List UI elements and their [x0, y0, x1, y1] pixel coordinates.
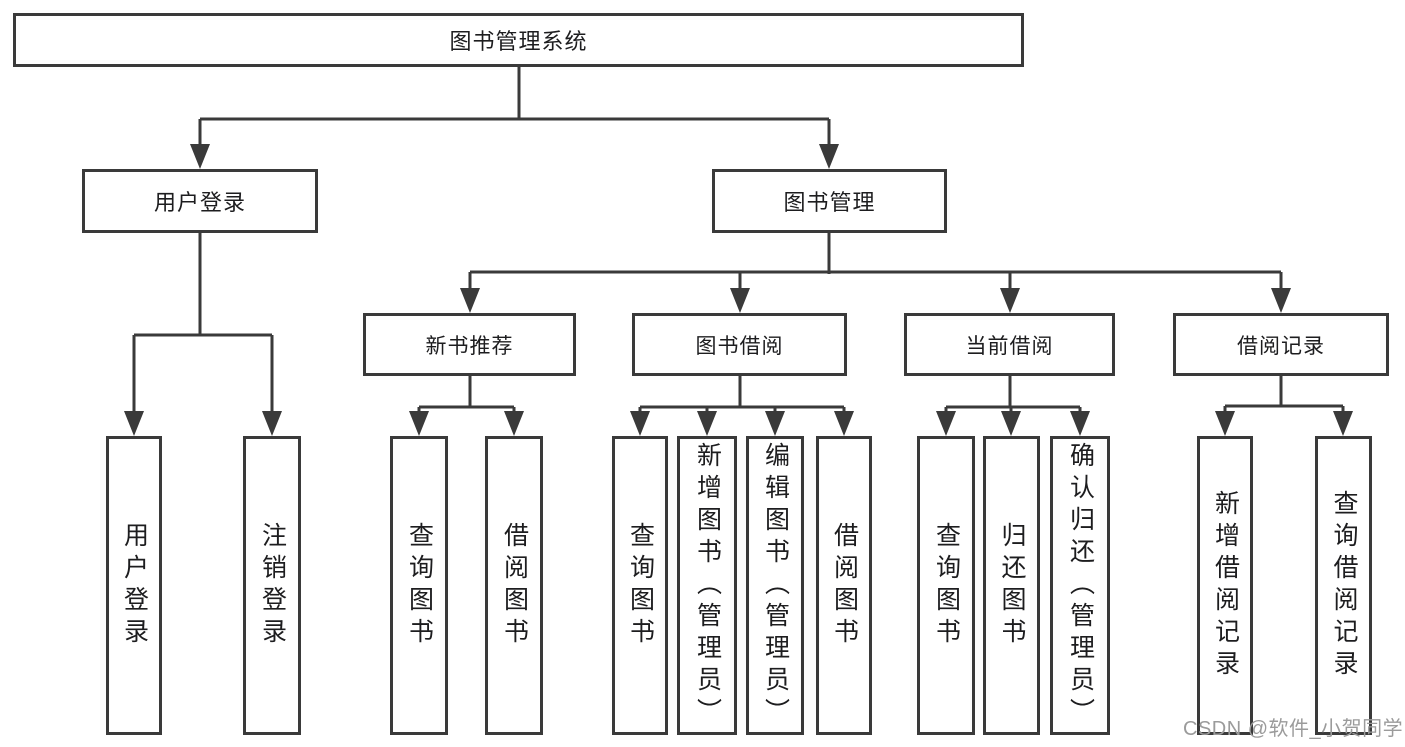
arrowhead-icon — [834, 411, 854, 436]
arrowhead-icon — [1333, 411, 1353, 436]
node-leaf-user-login: 用户登录 — [106, 436, 162, 735]
arrowhead-icon — [1070, 411, 1090, 436]
arrowhead-icon — [1271, 288, 1291, 313]
arrowhead-icon — [697, 411, 717, 436]
node-leaf-confirm-return-admin: 确认归还（管理员） — [1050, 436, 1110, 735]
node-group-new-book-rec: 新书推荐 — [363, 313, 576, 376]
arrowhead-icon — [1215, 411, 1235, 436]
arrowhead-icon — [262, 411, 282, 436]
arrowhead-icon — [409, 411, 429, 436]
node-leaf-add-borrow-record: 新增借阅记录 — [1197, 436, 1253, 735]
arrowhead-icon — [460, 288, 480, 313]
arrowhead-icon — [504, 411, 524, 436]
node-leaf-edit-books-admin: 编辑图书（管理员） — [746, 436, 804, 735]
node-leaf-query-books-borrow: 查询图书 — [612, 436, 668, 735]
arrowhead-icon — [1001, 411, 1021, 436]
node-leaf-logout: 注销登录 — [243, 436, 301, 735]
node-branch-book-mgmt: 图书管理 — [712, 169, 947, 233]
node-root: 图书管理系统 — [13, 13, 1024, 67]
arrowhead-icon — [630, 411, 650, 436]
watermark: CSDN @软件_小贺同学 — [1183, 718, 1404, 740]
arrowhead-icon — [819, 144, 839, 169]
node-group-book-borrow: 图书借阅 — [632, 313, 847, 376]
arrowhead-icon — [1000, 288, 1020, 313]
node-leaf-borrow-books: 借阅图书 — [816, 436, 872, 735]
node-group-current-borrow: 当前借阅 — [904, 313, 1115, 376]
node-leaf-borrow-books-rec: 借阅图书 — [485, 436, 543, 735]
arrowhead-icon — [124, 411, 144, 436]
node-leaf-query-books-current: 查询图书 — [917, 436, 975, 735]
arrowhead-icon — [936, 411, 956, 436]
node-branch-user-login: 用户登录 — [82, 169, 318, 233]
arrowhead-icon — [730, 288, 750, 313]
node-leaf-query-books-rec: 查询图书 — [390, 436, 448, 735]
node-leaf-query-borrow-record: 查询借阅记录 — [1315, 436, 1372, 735]
node-leaf-return-books: 归还图书 — [983, 436, 1040, 735]
node-leaf-add-books-admin: 新增图书（管理员） — [677, 436, 737, 735]
arrowhead-icon — [190, 144, 210, 169]
node-group-borrow-records: 借阅记录 — [1173, 313, 1389, 376]
arrowhead-icon — [765, 411, 785, 436]
